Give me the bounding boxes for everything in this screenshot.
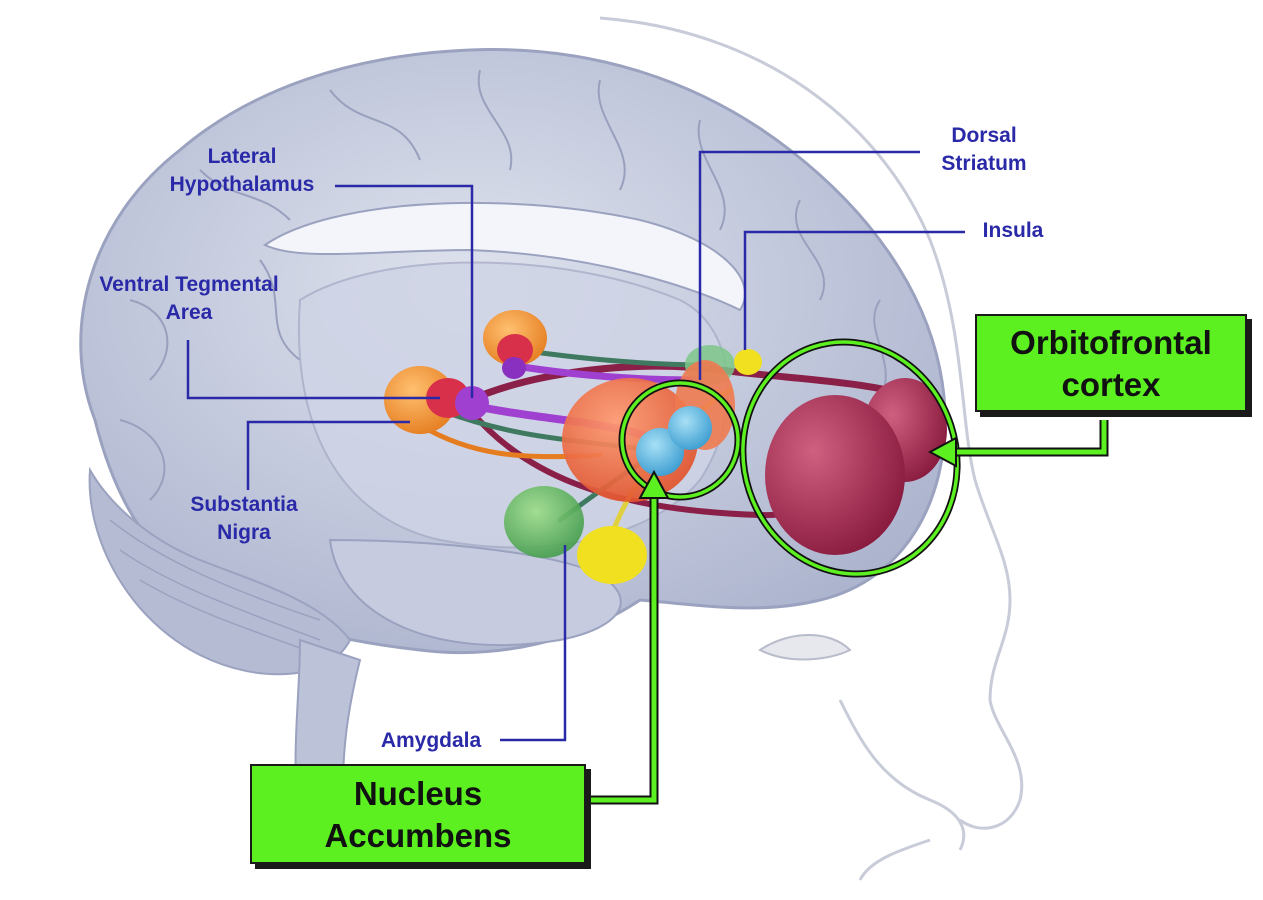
nucleus-accumbens-highlight-ring-fill — [620, 381, 740, 499]
label-insula: Insula — [982, 219, 1044, 242]
cerebellum-folds — [109, 519, 321, 656]
amygdala-structure — [504, 486, 584, 558]
label-ventral-tegmental-area: Ventral Tegmental Area — [99, 273, 279, 324]
label-amygdala: Amygdala — [380, 729, 482, 752]
insula-yellow — [734, 349, 762, 375]
leader-lines — [186, 150, 965, 742]
head-outline — [599, 16, 1024, 881]
callout-connectors — [590, 420, 1109, 805]
amygdala-yellow — [577, 526, 647, 584]
hypothalamus-red-upper — [497, 334, 533, 366]
leader-amygdala — [500, 545, 567, 742]
leader-dorsal-striatum — [698, 150, 920, 380]
label-substantia-nigra: Substantia Nigra — [190, 493, 298, 544]
nucleus-accumbens-upper — [668, 406, 712, 450]
corpus-callosum — [263, 201, 746, 312]
vta-purple — [455, 386, 489, 420]
cerebellum — [88, 466, 352, 676]
orbitofrontal-highlight-ring-fill — [741, 340, 959, 576]
nose-outline — [838, 699, 966, 851]
label-dorsal-striatum: Dorsal Striatum — [941, 124, 1027, 175]
temporal-lobe — [328, 538, 622, 647]
leader-lateral-hypothalamus — [335, 184, 474, 398]
leader-ventral-tegmental-area — [186, 340, 440, 400]
label-lateral-hypothalamus: Lateral Hypothalamus — [169, 145, 315, 196]
hypothalamus-purple — [502, 357, 526, 379]
leader-insula — [743, 230, 965, 350]
leader-substantia-nigra — [246, 420, 410, 490]
callout-orbitofrontal-cortex: Orbitofrontal cortex — [975, 314, 1247, 412]
eye-outline — [758, 634, 852, 661]
orbitofrontal-front-lobe — [765, 395, 905, 555]
callout-nucleus-accumbens: Nucleus Accumbens — [250, 764, 586, 864]
